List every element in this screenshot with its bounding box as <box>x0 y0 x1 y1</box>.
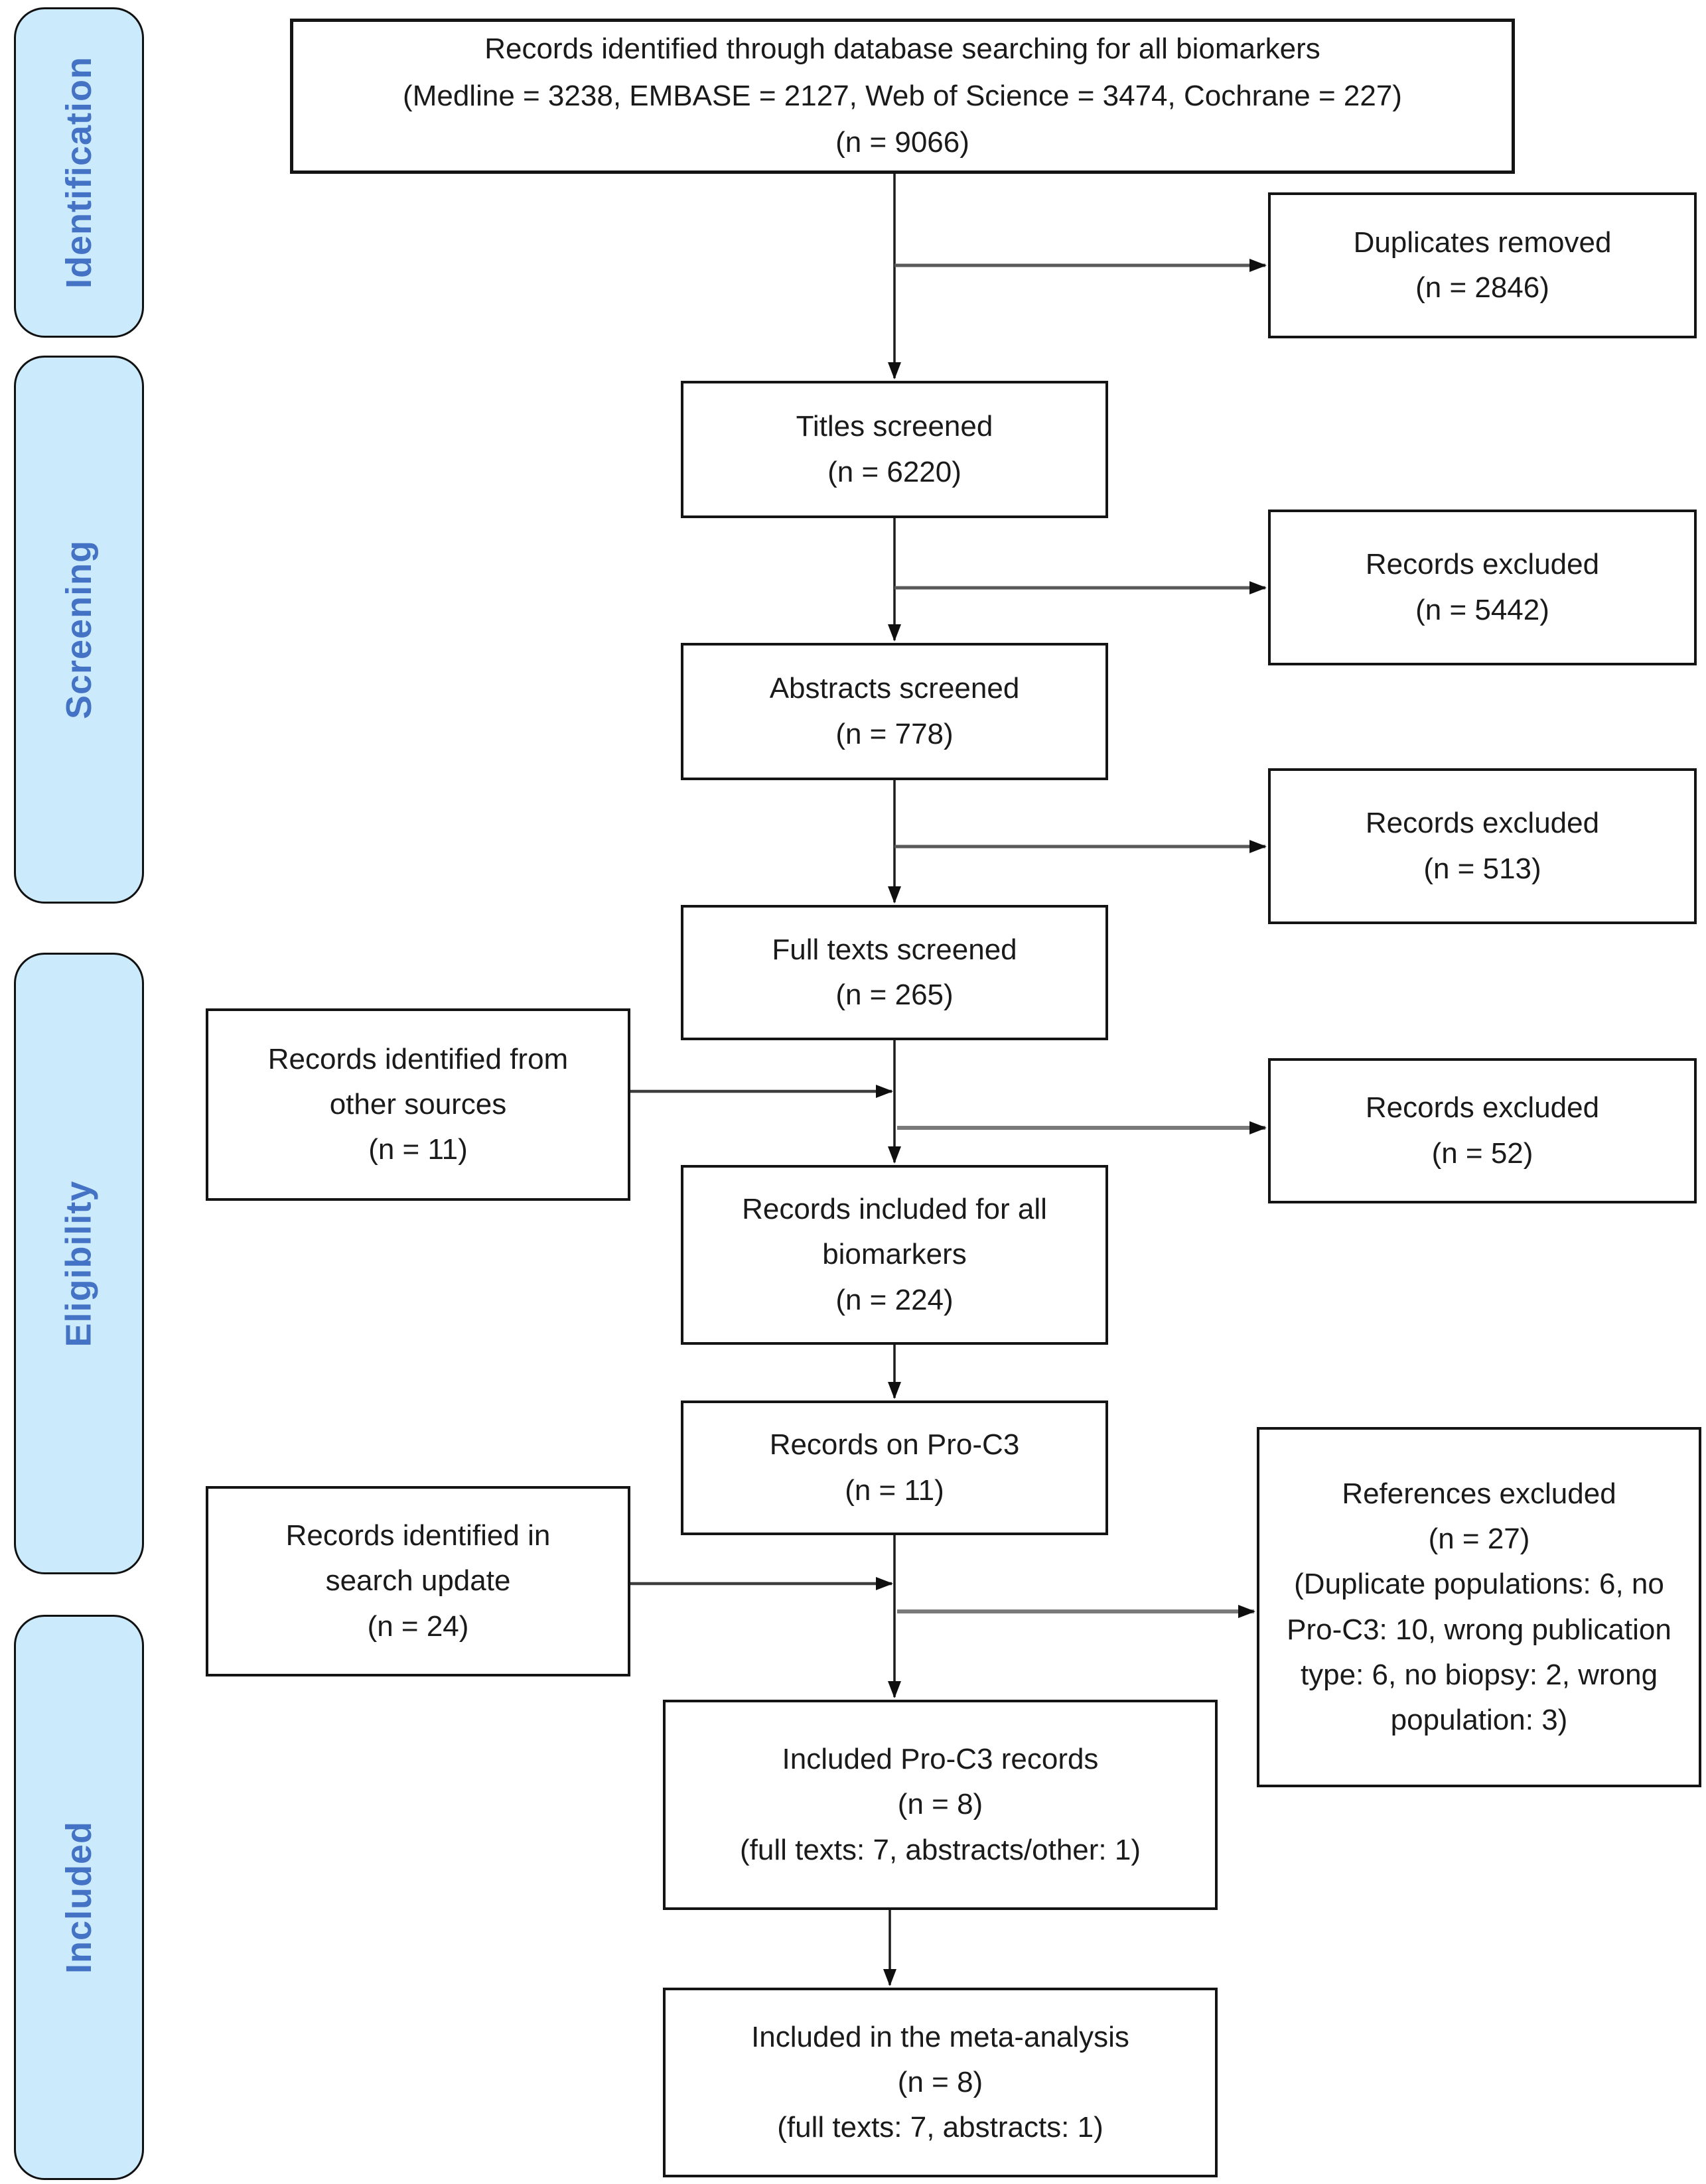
box-text-line: (Medline = 3238, EMBASE = 2127, Web of S… <box>403 79 1402 112</box>
box-text-line: Abstracts screened <box>769 672 1020 705</box>
box-text-line: Records included for all <box>742 1193 1047 1226</box>
box-text-line: (n = 778) <box>835 717 954 750</box>
box-text-line: (n = 11) <box>368 1133 468 1166</box>
box-text-line: (n = 224) <box>835 1283 954 1316</box>
box-text-line: Titles screened <box>796 410 993 443</box>
box-records-other-sources: Records identified from other sources (n… <box>206 1008 630 1201</box>
box-database-search: Records identified through database sear… <box>290 19 1515 174</box>
box-text-line: (n = 24) <box>367 1609 469 1643</box>
box-records-search-update: Records identified in search update (n =… <box>206 1486 630 1676</box>
stage-identification: Identification <box>14 7 144 338</box>
box-included-meta-analysis: Included in the meta-analysis (n = 8) (f… <box>663 1988 1218 2177</box>
box-records-excluded-abstracts: Records excluded (n = 513) <box>1268 768 1697 924</box>
box-text-line: (n = 2846) <box>1415 271 1549 304</box>
box-text-line: Full texts screened <box>772 933 1017 966</box>
box-text-line: Records excluded <box>1365 548 1600 581</box>
box-text-line: (n = 8) <box>897 2065 983 2098</box>
box-text-line: References excluded <box>1342 1477 1616 1510</box>
box-text-line: Included in the meta-analysis <box>751 2020 1129 2053</box>
box-records-included-all-biomarkers: Records included for all biomarkers (n =… <box>681 1165 1108 1345</box>
box-text-line: Records identified in <box>285 1519 551 1552</box>
box-text-line: (n = 8) <box>897 1788 983 1821</box>
box-full-texts-screened: Full texts screened (n = 265) <box>681 905 1108 1040</box>
box-included-pro-c3-records: Included Pro-C3 records (n = 8) (full te… <box>663 1700 1218 1910</box>
box-records-excluded-titles: Records excluded (n = 5442) <box>1268 510 1697 665</box>
box-text-line: (n = 9066) <box>835 126 969 159</box>
stage-eligibility: Eligibility <box>14 953 144 1574</box>
box-text-line: (n = 6220) <box>827 455 961 488</box>
box-titles-screened: Titles screened (n = 6220) <box>681 381 1108 518</box>
stage-included: Included <box>14 1615 144 2180</box>
box-text-line: (full texts: 7, abstracts: 1) <box>777 2111 1103 2144</box>
box-text-line: (n = 52) <box>1431 1136 1533 1170</box>
box-text-line: (full texts: 7, abstracts/other: 1) <box>739 1833 1141 1866</box>
box-text-line: (n = 265) <box>835 979 954 1011</box>
box-text-line: other sources <box>329 1087 507 1121</box>
box-records-excluded-fulltexts: Records excluded (n = 52) <box>1268 1058 1697 1203</box>
box-text-line: Records excluded <box>1365 1091 1600 1125</box>
box-text-line: population: 3) <box>1390 1703 1568 1736</box>
box-text-line: (Duplicate populations: 6, no <box>1294 1568 1664 1601</box>
box-text-line: (n = 27) <box>1428 1523 1530 1556</box>
box-text-line: Records on Pro-C3 <box>769 1428 1020 1462</box>
box-text-line: (n = 5442) <box>1415 593 1549 626</box>
box-duplicates-removed: Duplicates removed (n = 2846) <box>1268 192 1697 338</box>
box-text-line: biomarkers <box>822 1238 967 1271</box>
box-references-excluded: References excluded (n = 27) (Duplicate … <box>1257 1427 1701 1787</box>
box-text-line: Records excluded <box>1365 807 1600 840</box>
box-text-line: type: 6, no biopsy: 2, wrong <box>1300 1658 1658 1691</box>
box-text-line: Duplicates removed <box>1353 226 1612 259</box>
box-abstracts-screened: Abstracts screened (n = 778) <box>681 643 1108 780</box>
stage-screening: Screening <box>14 356 144 904</box>
box-text-line: Included Pro-C3 records <box>782 1743 1099 1776</box>
box-records-on-pro-c3: Records on Pro-C3 (n = 11) <box>681 1400 1108 1535</box>
box-text-line: Records identified through database sear… <box>484 33 1320 66</box>
box-text-line: Records identified from <box>267 1042 569 1075</box>
box-text-line: Pro-C3: 10, wrong publication <box>1287 1613 1671 1646</box>
box-text-line: (n = 513) <box>1423 852 1541 885</box>
box-text-line: (n = 11) <box>845 1473 944 1507</box>
box-text-line: search update <box>325 1564 511 1598</box>
